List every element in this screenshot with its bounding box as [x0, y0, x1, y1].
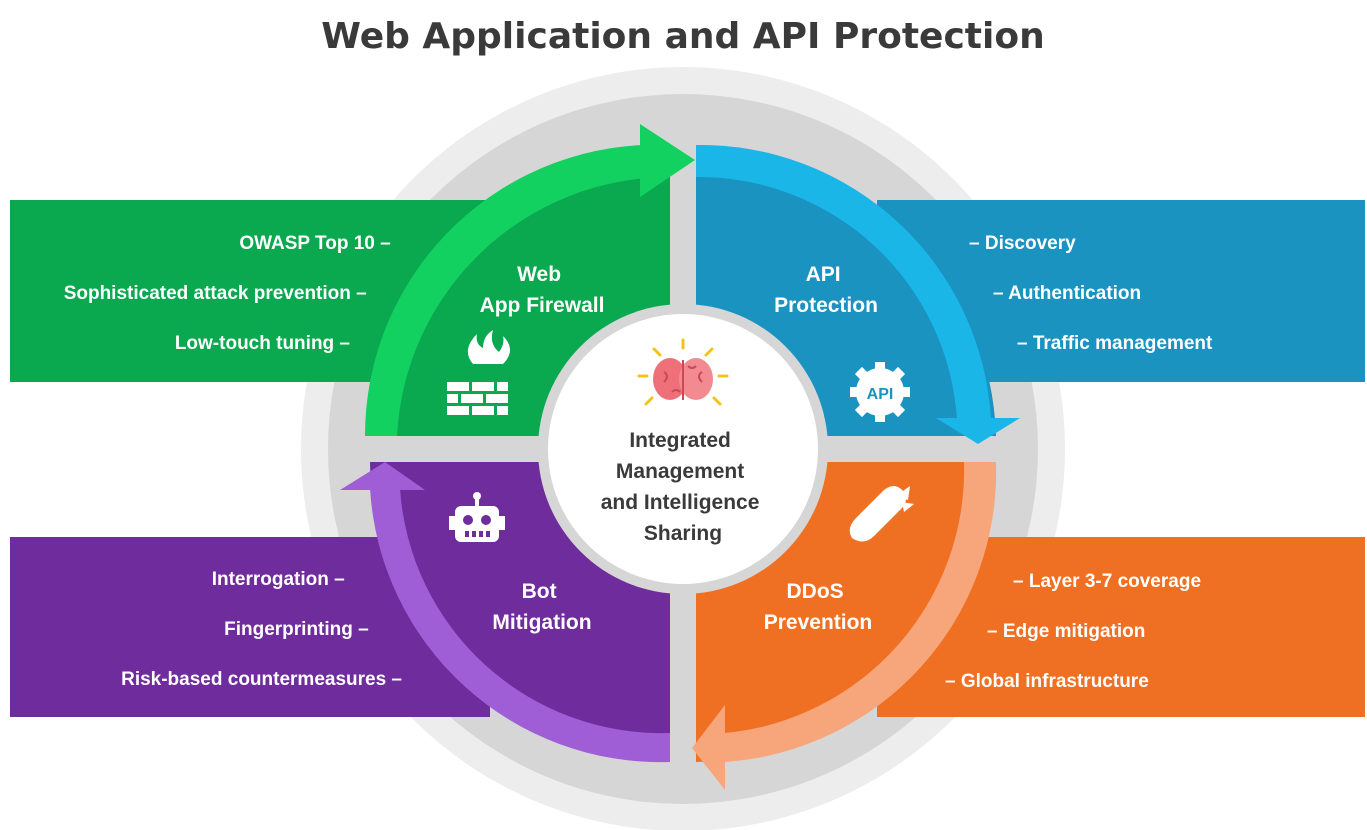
ddos-title-line-2: Prevention — [764, 611, 873, 634]
ddos-title-line-1: DDoS — [786, 580, 843, 603]
robot-icon — [449, 492, 505, 542]
diagram-title: Web Application and API Protection — [321, 16, 1044, 57]
bot-title-line-2: Mitigation — [492, 611, 591, 634]
center-line-4: Sharing — [644, 522, 722, 545]
bot-title: Bot Mitigation — [492, 580, 591, 634]
api-title: API Protection — [774, 263, 878, 317]
waf-arrow-band — [364, 144, 670, 436]
center-label: Integrated Management and Intelligence S… — [601, 429, 766, 545]
center-circle — [548, 314, 818, 584]
brain-icon — [637, 338, 729, 406]
waf-item: OWASP Top 10 – — [239, 233, 390, 254]
waf-item: Sophisticated attack prevention – — [64, 283, 367, 304]
waf-title-line-1: Web — [517, 263, 561, 286]
ddos-item: – Global infrastructure — [945, 671, 1149, 692]
api-item: – Discovery — [969, 233, 1076, 254]
bot-items: Interrogation – Fingerprinting – Risk-ba… — [121, 569, 402, 690]
api-title-line-2: Protection — [774, 294, 878, 317]
center-line-3: and Intelligence — [601, 491, 760, 514]
center-line-1: Integrated — [629, 429, 731, 452]
api-icon-text: API — [867, 386, 894, 403]
api-arrow-band — [696, 144, 991, 420]
api-items: – Discovery – Authentication – Traffic m… — [969, 233, 1213, 354]
ddos-arrow-tip — [692, 705, 725, 790]
bot-title-line-1: Bot — [522, 580, 557, 603]
waf-items: OWASP Top 10 – Sophisticated attack prev… — [64, 233, 396, 354]
bot-item: Fingerprinting – — [224, 619, 369, 640]
waf-arrow-tip — [640, 124, 695, 197]
api-item: – Authentication — [993, 283, 1141, 304]
ddos-item: – Layer 3-7 coverage — [1013, 571, 1201, 592]
missile-icon — [849, 486, 914, 542]
ddos-title: DDoS Prevention — [764, 580, 873, 634]
waf-title-line-2: App Firewall — [480, 294, 605, 317]
bot-arrow-band — [370, 488, 670, 763]
bot-item: Risk-based countermeasures – — [121, 669, 402, 690]
api-item: – Traffic management — [1017, 333, 1213, 354]
bot-item: Interrogation – — [212, 569, 345, 590]
firewall-icon — [447, 330, 510, 415]
api-title-line-1: API — [806, 263, 841, 286]
center-line-2: Management — [616, 460, 744, 483]
api-gear-icon: API — [850, 362, 910, 422]
ddos-arrow-band — [725, 462, 997, 762]
bot-arrow-tip — [340, 462, 425, 490]
ddos-item: – Edge mitigation — [987, 621, 1145, 642]
waf-title: Web App Firewall — [480, 263, 605, 317]
api-arrow-tip — [936, 418, 1020, 444]
waf-item: Low-touch tuning – — [175, 333, 350, 354]
ddos-items: – Layer 3-7 coverage – Edge mitigation –… — [945, 571, 1206, 692]
